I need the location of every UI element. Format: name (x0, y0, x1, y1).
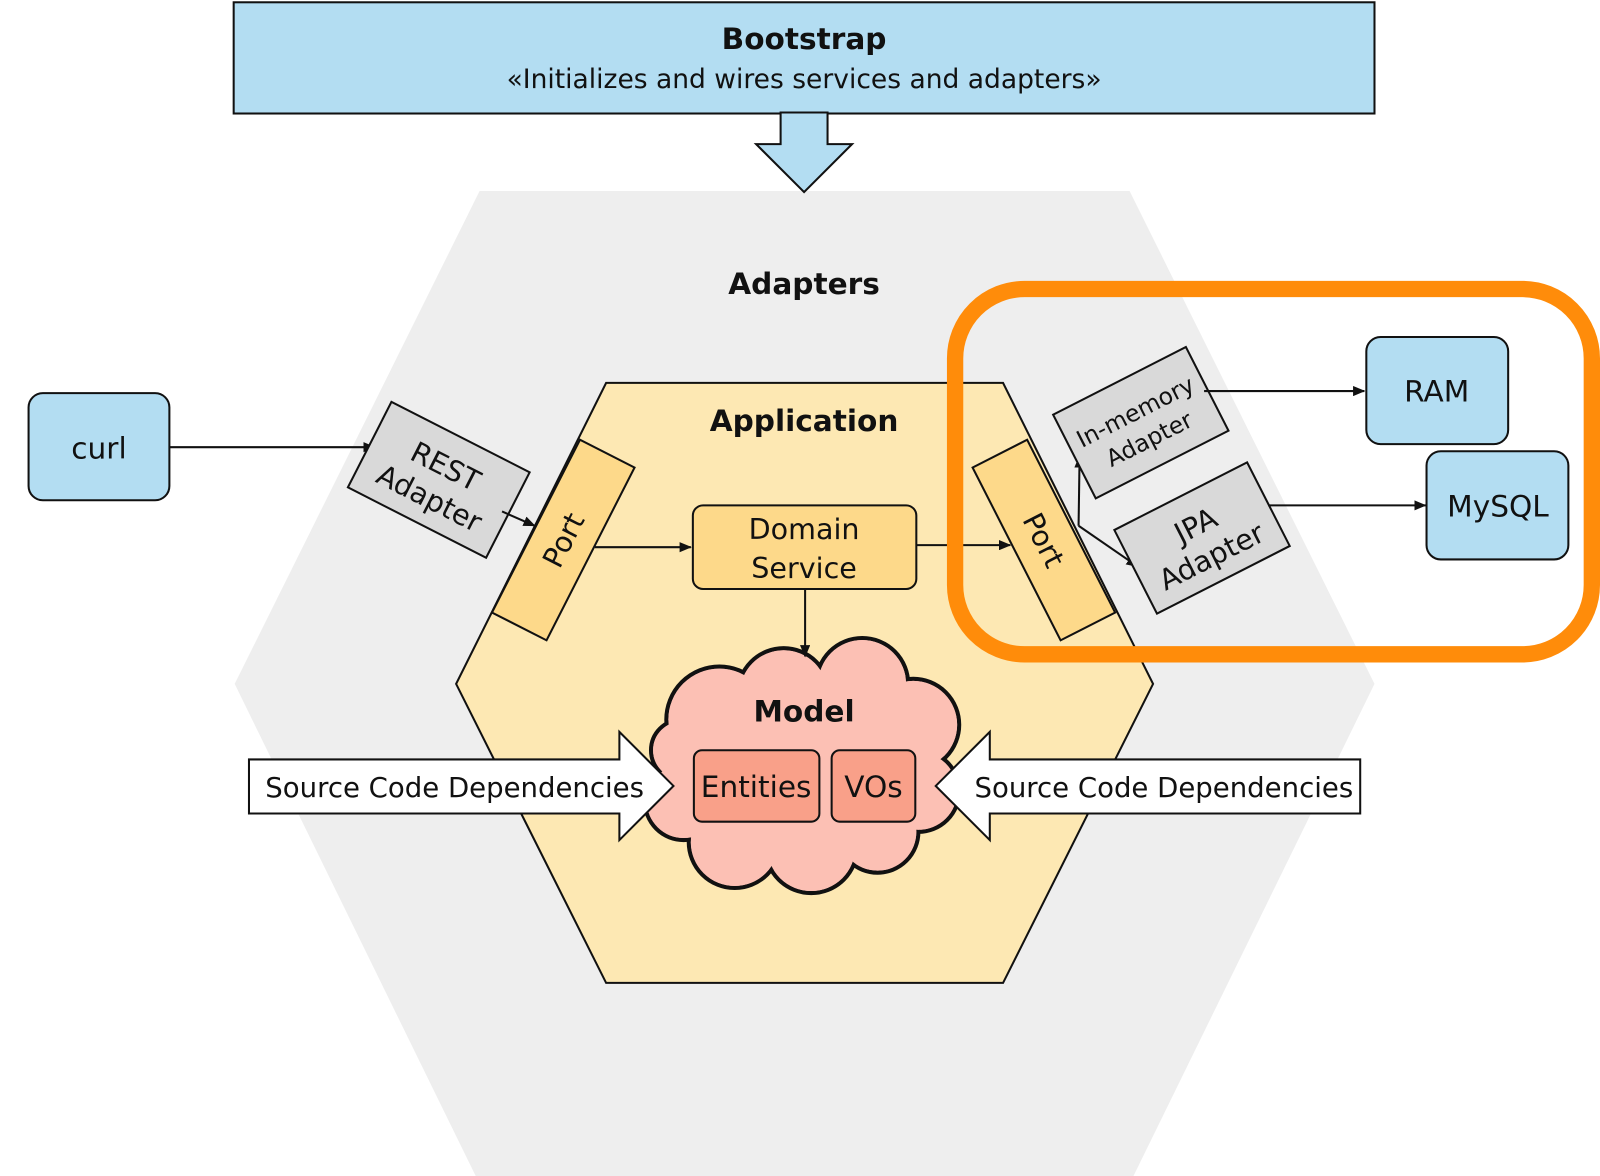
ram-label: RAM (1404, 374, 1469, 408)
dependency-arrow-right: Source Code Dependencies (934, 729, 1362, 843)
entities-box: Entities (692, 749, 821, 823)
dependency-arrow-left: Source Code Dependencies (247, 729, 675, 843)
vos-label: VOs (844, 770, 902, 804)
dependency-right-label: Source Code Dependencies (974, 772, 1353, 804)
entities-label: Entities (701, 770, 812, 804)
mysql-label: MySQL (1447, 490, 1549, 524)
dependency-left-label: Source Code Dependencies (265, 772, 644, 804)
arrow-port-to-jpa (1077, 524, 1139, 568)
domain-service: Domain Service (691, 504, 918, 591)
bootstrap-title: Bootstrap (722, 22, 887, 56)
mysql-box: MySQL (1425, 450, 1570, 561)
bootstrap-down-arrow (753, 111, 855, 194)
curl-label: curl (71, 431, 126, 465)
model-title: Model (754, 695, 855, 729)
port-right: Port (971, 438, 1117, 642)
ram-box: RAM (1365, 335, 1510, 446)
domain-service-line1: Domain (749, 512, 860, 546)
vos-box: VOs (830, 749, 917, 823)
highlight-frame (946, 280, 1600, 663)
bootstrap-box: Bootstrap «Initializes and wires service… (232, 1, 1376, 115)
port-left: Port (490, 438, 636, 642)
rest-adapter: REST Adapter (346, 400, 532, 560)
application-title: Application (710, 404, 899, 438)
arrow-rest-to-port (501, 510, 536, 527)
domain-service-line2: Service (751, 551, 857, 585)
adapters-title: Adapters (728, 267, 880, 301)
curl-box: curl (27, 392, 171, 502)
bootstrap-subtitle: «Initializes and wires services and adap… (507, 64, 1102, 95)
